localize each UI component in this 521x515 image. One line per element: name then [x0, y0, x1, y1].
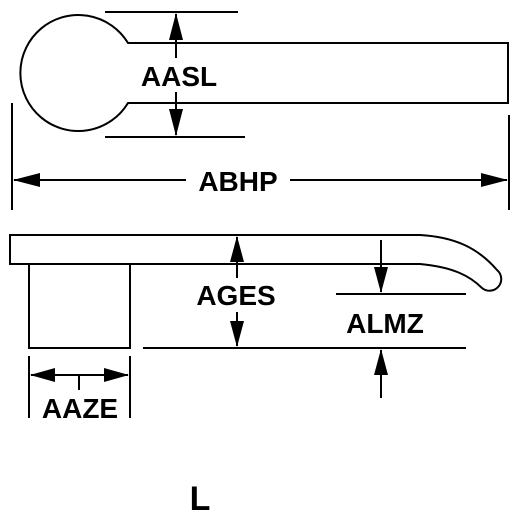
- aasl-arrow-top: [169, 13, 183, 40]
- dimension-aasl: AASL: [105, 11, 245, 138]
- view-label: L: [190, 480, 211, 515]
- ages-label: AGES: [196, 280, 275, 311]
- abhp-arrow-right: [481, 173, 508, 187]
- side-view: [9, 234, 503, 349]
- top-view: [19, 14, 509, 132]
- ages-arrow-bottom: [230, 321, 244, 347]
- aasl-arrow-bottom: [169, 109, 183, 136]
- side-view-lower-block: [28, 263, 131, 349]
- almz-label: ALMZ: [346, 308, 424, 339]
- aaze-arrow-right: [104, 368, 129, 382]
- abhp-label: ABHP: [198, 166, 277, 197]
- ages-arrow-top: [230, 236, 244, 262]
- dimension-aaze: AAZE: [28, 356, 131, 424]
- almz-arrow-bottom: [374, 349, 388, 375]
- aasl-label: AASL: [141, 61, 217, 92]
- dimension-ages: AGES: [143, 236, 466, 349]
- dimension-almz: ALMZ: [336, 240, 466, 398]
- abhp-arrow-left: [13, 173, 40, 187]
- top-view-outline: [19, 14, 509, 132]
- almz-arrow-top: [374, 267, 388, 293]
- dimension-abhp: ABHP: [11, 103, 510, 210]
- side-view-upper-prong: [9, 234, 503, 292]
- aaze-label: AAZE: [42, 393, 118, 424]
- aaze-arrow-left: [30, 368, 55, 382]
